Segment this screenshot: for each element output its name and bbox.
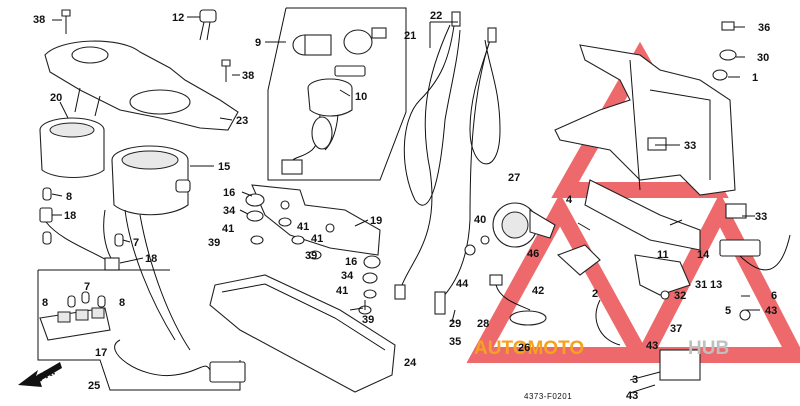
- front-direction-arrow: [18, 362, 62, 387]
- callout-9: 9: [255, 37, 261, 49]
- watermark-text: AUTOMOTO HUB: [474, 338, 729, 359]
- callout-25: 25: [88, 380, 100, 392]
- callout-43: 43: [765, 305, 777, 317]
- callout-39: 39: [208, 237, 220, 249]
- callout-2: 2: [592, 288, 598, 300]
- callout-41: 41: [297, 221, 309, 233]
- callout-18: 18: [64, 210, 76, 222]
- callout-14: 14: [697, 249, 710, 261]
- callout-28: 28: [477, 318, 489, 330]
- lower-cover-tray: [209, 274, 396, 393]
- ignition-switch-group: [199, 7, 407, 181]
- callout-33: 33: [755, 211, 767, 223]
- callout-46: 46: [527, 248, 539, 260]
- callout-27: 27: [508, 172, 520, 184]
- callout-32: 32: [674, 290, 686, 302]
- callout-10: 10: [355, 91, 367, 103]
- callout-44: 44: [456, 278, 469, 290]
- headlight-bracket: [554, 21, 747, 251]
- callout-7: 7: [84, 281, 90, 293]
- callout-8: 8: [66, 191, 72, 203]
- callout-20: 20: [50, 92, 62, 104]
- callout-41: 41: [222, 223, 234, 235]
- callout-40: 40: [474, 214, 486, 226]
- callout-7: 7: [133, 237, 139, 249]
- reference-code: 4373-F0201: [524, 392, 572, 401]
- callout-13: 13: [710, 279, 722, 291]
- horn: [464, 202, 556, 256]
- callout-39: 39: [362, 314, 374, 326]
- electrical-components: [489, 234, 791, 381]
- callout-24: 24: [404, 357, 417, 369]
- callout-43: 43: [626, 390, 638, 402]
- callouts: 38 12 9 22 21 36 30 1 38 10 20 23 15 8 1…: [33, 10, 777, 402]
- callout-6: 6: [771, 290, 777, 302]
- callout-18: 18: [145, 253, 157, 265]
- meter-panel-group: [18, 40, 246, 391]
- callout-8: 8: [42, 297, 48, 309]
- callout-12: 12: [172, 12, 184, 24]
- callout-35: 35: [449, 336, 461, 348]
- callout-5: 5: [725, 305, 731, 317]
- watermark-text-b: HUB: [688, 338, 729, 359]
- callout-42: 42: [532, 285, 544, 297]
- callout-19: 19: [370, 215, 382, 227]
- callout-23: 23: [236, 115, 248, 127]
- meter-cables: [394, 11, 501, 315]
- bolts: [61, 9, 231, 82]
- callout-15: 15: [218, 161, 230, 173]
- callout-38: 38: [242, 70, 254, 82]
- callout-36: 36: [758, 22, 770, 34]
- callout-37: 37: [670, 323, 682, 335]
- callout-1: 1: [752, 72, 758, 84]
- callout-41: 41: [336, 285, 348, 297]
- callout-21: 21: [404, 30, 416, 42]
- callout-34: 34: [223, 205, 236, 217]
- callout-43: 43: [646, 340, 658, 352]
- callout-11: 11: [657, 249, 669, 261]
- callout-29: 29: [449, 318, 461, 330]
- leader-lines: [51, 16, 760, 394]
- watermark-text-a: AUTOMOTO: [474, 338, 584, 359]
- callout-33: 33: [684, 140, 696, 152]
- callout-3: 3: [632, 374, 638, 386]
- meter-bracket-group: [245, 184, 381, 315]
- callout-41: 41: [311, 233, 323, 245]
- callout-8: 8: [119, 297, 125, 309]
- callout-31: 31: [695, 279, 707, 291]
- callout-4: 4: [566, 194, 573, 206]
- callout-22: 22: [430, 10, 442, 22]
- callout-16: 16: [345, 256, 357, 268]
- callout-38: 38: [33, 14, 45, 26]
- callout-26: 26: [518, 342, 530, 354]
- callout-16: 16: [223, 187, 235, 199]
- callout-17: 17: [95, 347, 107, 359]
- callout-30: 30: [757, 52, 769, 64]
- callout-39: 39: [305, 250, 317, 262]
- callout-34: 34: [341, 270, 354, 282]
